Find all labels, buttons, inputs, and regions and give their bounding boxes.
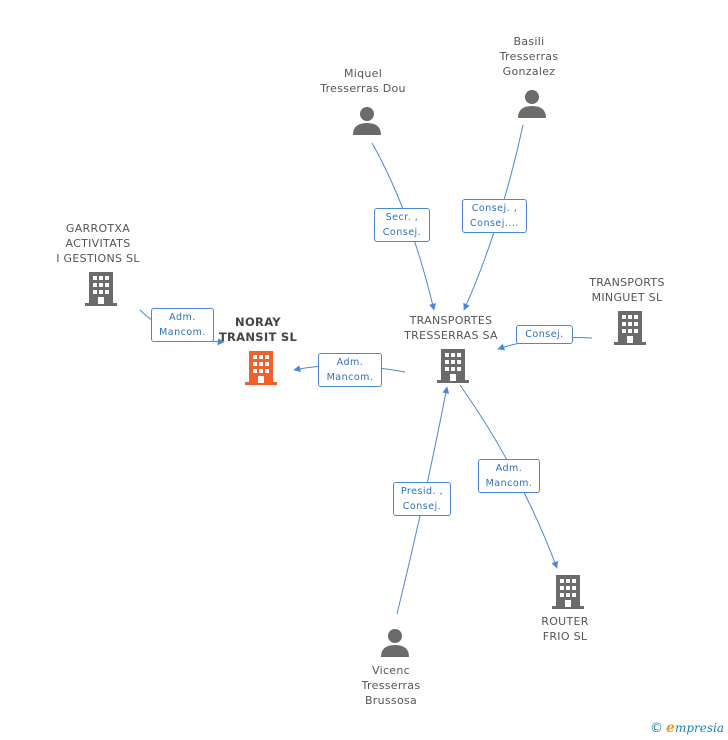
edge-label-transportes-router[interactable]: Adm. Mancom. <box>478 459 540 493</box>
node-label-minguet[interactable]: TRANSPORTS MINGUET SL <box>589 276 665 304</box>
person-icon[interactable] <box>380 627 410 657</box>
node-label-transportes[interactable]: TRANSPORTES TRESSERRAS SA <box>404 314 498 342</box>
person-icon[interactable] <box>517 88 547 118</box>
edge-label-minguet-transportes[interactable]: Consej. <box>516 325 573 344</box>
building-icon[interactable] <box>85 272 117 306</box>
node-label-basili[interactable]: Basili Tresserras Gonzalez <box>499 35 559 78</box>
node-label-router[interactable]: ROUTER FRIO SL <box>541 615 589 643</box>
edge-label-basili-transportes[interactable]: Consej. , Consej.... <box>462 199 527 233</box>
edge-label-garrotxa-noray[interactable]: Adm. Mancom. <box>151 308 214 342</box>
brand-initial: e <box>666 720 675 736</box>
building-icon[interactable] <box>552 575 584 609</box>
person-icon[interactable] <box>352 105 382 135</box>
building-icon[interactable] <box>614 311 646 345</box>
brand-name: mpresia <box>674 721 724 735</box>
building-icon[interactable] <box>437 349 469 383</box>
node-label-vicenc[interactable]: Vicenc Tresserras Brussosa <box>361 664 421 707</box>
building-icon[interactable] <box>245 351 277 385</box>
node-label-noray[interactable]: NORAY TRANSIT SL <box>218 315 298 344</box>
edge-label-miquel-transportes[interactable]: Secr. , Consej. <box>374 208 430 242</box>
brand-footer: ©empresia <box>650 720 724 736</box>
edge-label-vicenc-transportes[interactable]: Presid. , Consej. <box>393 482 451 516</box>
node-label-garrotxa[interactable]: GARROTXA ACTIVITATS I GESTIONS SL <box>56 222 140 265</box>
copyright-icon: © <box>650 721 664 736</box>
edge-label-transportes-noray[interactable]: Adm. Mancom. <box>318 353 382 387</box>
node-label-miquel[interactable]: Miquel Tresserras Dou <box>320 67 406 95</box>
